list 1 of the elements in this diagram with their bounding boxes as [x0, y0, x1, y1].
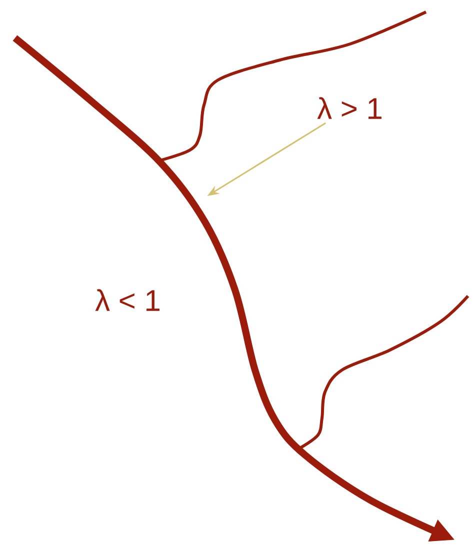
value-label: λ < 1	[95, 289, 160, 311]
